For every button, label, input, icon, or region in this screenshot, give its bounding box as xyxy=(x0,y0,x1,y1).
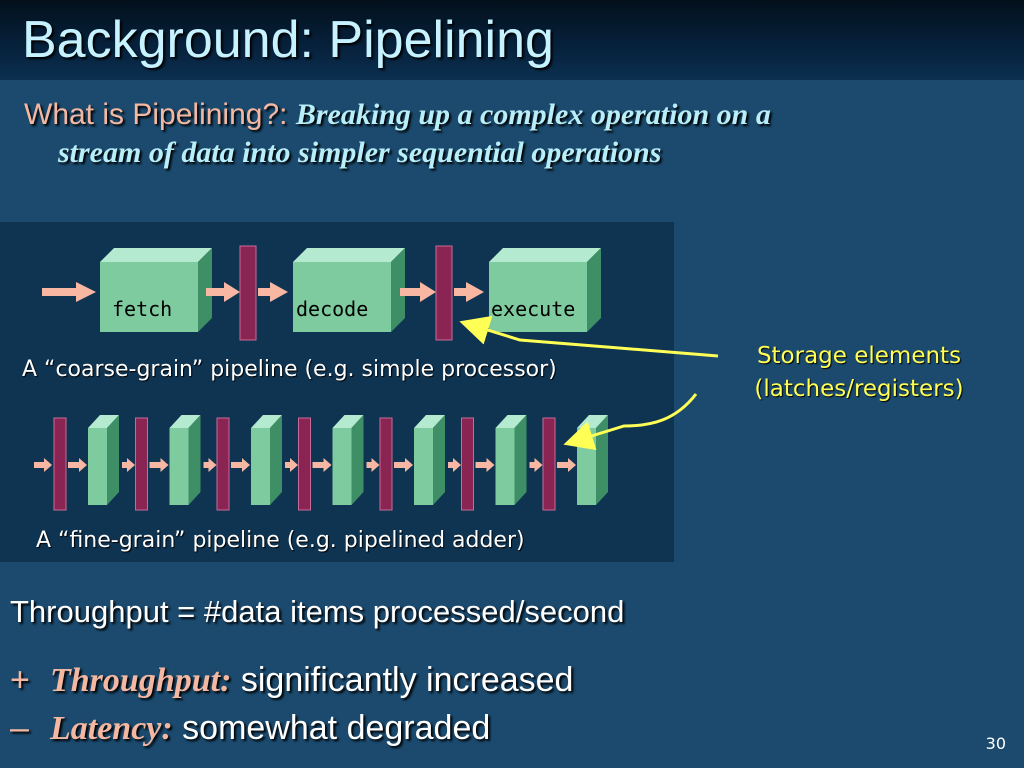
coarse-pipeline-caption: A “coarse-grain” pipeline (e.g. simple p… xyxy=(22,357,557,382)
fine-latch xyxy=(379,417,393,511)
fine-latch xyxy=(461,417,474,511)
bullet-plus-symbol: + xyxy=(10,661,30,699)
coarse-arrow xyxy=(400,282,436,302)
definition-lead: What is Pipelining?: xyxy=(24,98,296,131)
fine-stage-top xyxy=(495,415,527,428)
bullet-text-latency: somewhat degraded xyxy=(172,709,491,747)
fine-arrow-head xyxy=(127,458,135,472)
page-number: 30 xyxy=(985,734,1006,753)
fine-latch xyxy=(53,417,67,511)
fine-stage-block xyxy=(251,428,270,505)
latch-1 xyxy=(239,245,257,341)
fine-arrow-head xyxy=(568,458,576,472)
fine-stage-top xyxy=(251,415,282,428)
fine-stage-block xyxy=(88,428,107,505)
fine-stage-block xyxy=(169,428,189,505)
fine-stage-side xyxy=(596,415,608,505)
fine-stage-top xyxy=(88,415,119,428)
fine-arrow-head xyxy=(290,458,298,472)
fine-latch xyxy=(298,417,311,511)
fine-stage-block xyxy=(414,428,433,505)
fine-latch xyxy=(542,417,556,511)
fine-arrow-head xyxy=(405,458,413,472)
storage-label-line1: Storage elements xyxy=(756,343,962,369)
bullet-latency: –Latency: somewhat degraded xyxy=(10,708,490,748)
coarse-arrow xyxy=(454,282,484,302)
fine-stage-side xyxy=(351,415,364,505)
execute-stage-block: execute xyxy=(489,248,601,332)
coarse-pipeline: fetch decode xyxy=(42,245,601,341)
bullet-throughput: + Throughput: significantly increased xyxy=(10,660,573,700)
fine-stage-side xyxy=(433,415,445,505)
pipelining-definition: What is Pipelining?: Breaking up a compl… xyxy=(24,96,984,172)
fine-arrow-head xyxy=(44,458,52,472)
throughput-definition: Throughput = #data items processed/secon… xyxy=(10,594,625,629)
coarse-arrow xyxy=(206,282,240,302)
fine-stage-top xyxy=(414,415,445,428)
fine-stage-top xyxy=(169,415,201,428)
callout-arrow-fine xyxy=(563,393,698,451)
storage-label-line2: (latches/registers) xyxy=(754,376,964,402)
title-bar xyxy=(0,0,1024,80)
latch-2 xyxy=(435,245,453,341)
fine-latch xyxy=(216,417,230,511)
fine-stage-block xyxy=(332,428,352,505)
fine-stage-side xyxy=(107,415,119,505)
fine-pipeline xyxy=(34,415,608,511)
execute-stage-label: execute xyxy=(491,297,575,321)
fine-stage-top xyxy=(332,415,364,428)
fine-arrow-head xyxy=(323,458,332,472)
decode-stage-label: decode xyxy=(296,297,368,321)
fine-arrow-head xyxy=(486,458,495,472)
fine-arrow-head xyxy=(371,458,380,472)
fine-stage-side xyxy=(270,415,282,505)
coarse-arrow xyxy=(258,282,288,302)
fine-latch xyxy=(135,417,148,511)
fine-stage-block xyxy=(495,428,515,505)
fetch-stage-label: fetch xyxy=(112,297,172,321)
fine-arrow-head xyxy=(453,458,461,472)
bullet-minus-symbol: – xyxy=(10,709,29,747)
fine-arrow-head xyxy=(242,458,250,472)
storage-elements-label: Storage elements (latches/registers) xyxy=(724,340,994,406)
definition-text-line2: stream of data into simpler sequential o… xyxy=(58,136,662,169)
coarse-input-arrow xyxy=(42,282,96,302)
fine-stage-side xyxy=(188,415,201,505)
bullet-term-latency: Latency: xyxy=(50,710,173,747)
slide-title: Background: Pipelining xyxy=(22,11,554,69)
fine-stage-side xyxy=(514,415,527,505)
fine-arrow-head xyxy=(208,458,217,472)
fine-arrow-head xyxy=(160,458,169,472)
decode-stage-block: decode xyxy=(293,248,405,332)
callout-arrow-coarse xyxy=(459,315,719,358)
storage-callout-arrows xyxy=(459,315,719,451)
fine-pipeline-caption: A “fine-grain” pipeline (e.g. pipelined … xyxy=(36,528,525,553)
fetch-stage-block: fetch xyxy=(100,248,212,332)
definition-text-line1: Breaking up a complex operation on a xyxy=(295,98,771,131)
fine-arrow-head xyxy=(534,458,543,472)
bullet-term-throughput: Throughput: xyxy=(50,662,232,699)
fine-arrow-head xyxy=(79,458,87,472)
bullet-text-throughput: significantly increased xyxy=(231,661,574,699)
